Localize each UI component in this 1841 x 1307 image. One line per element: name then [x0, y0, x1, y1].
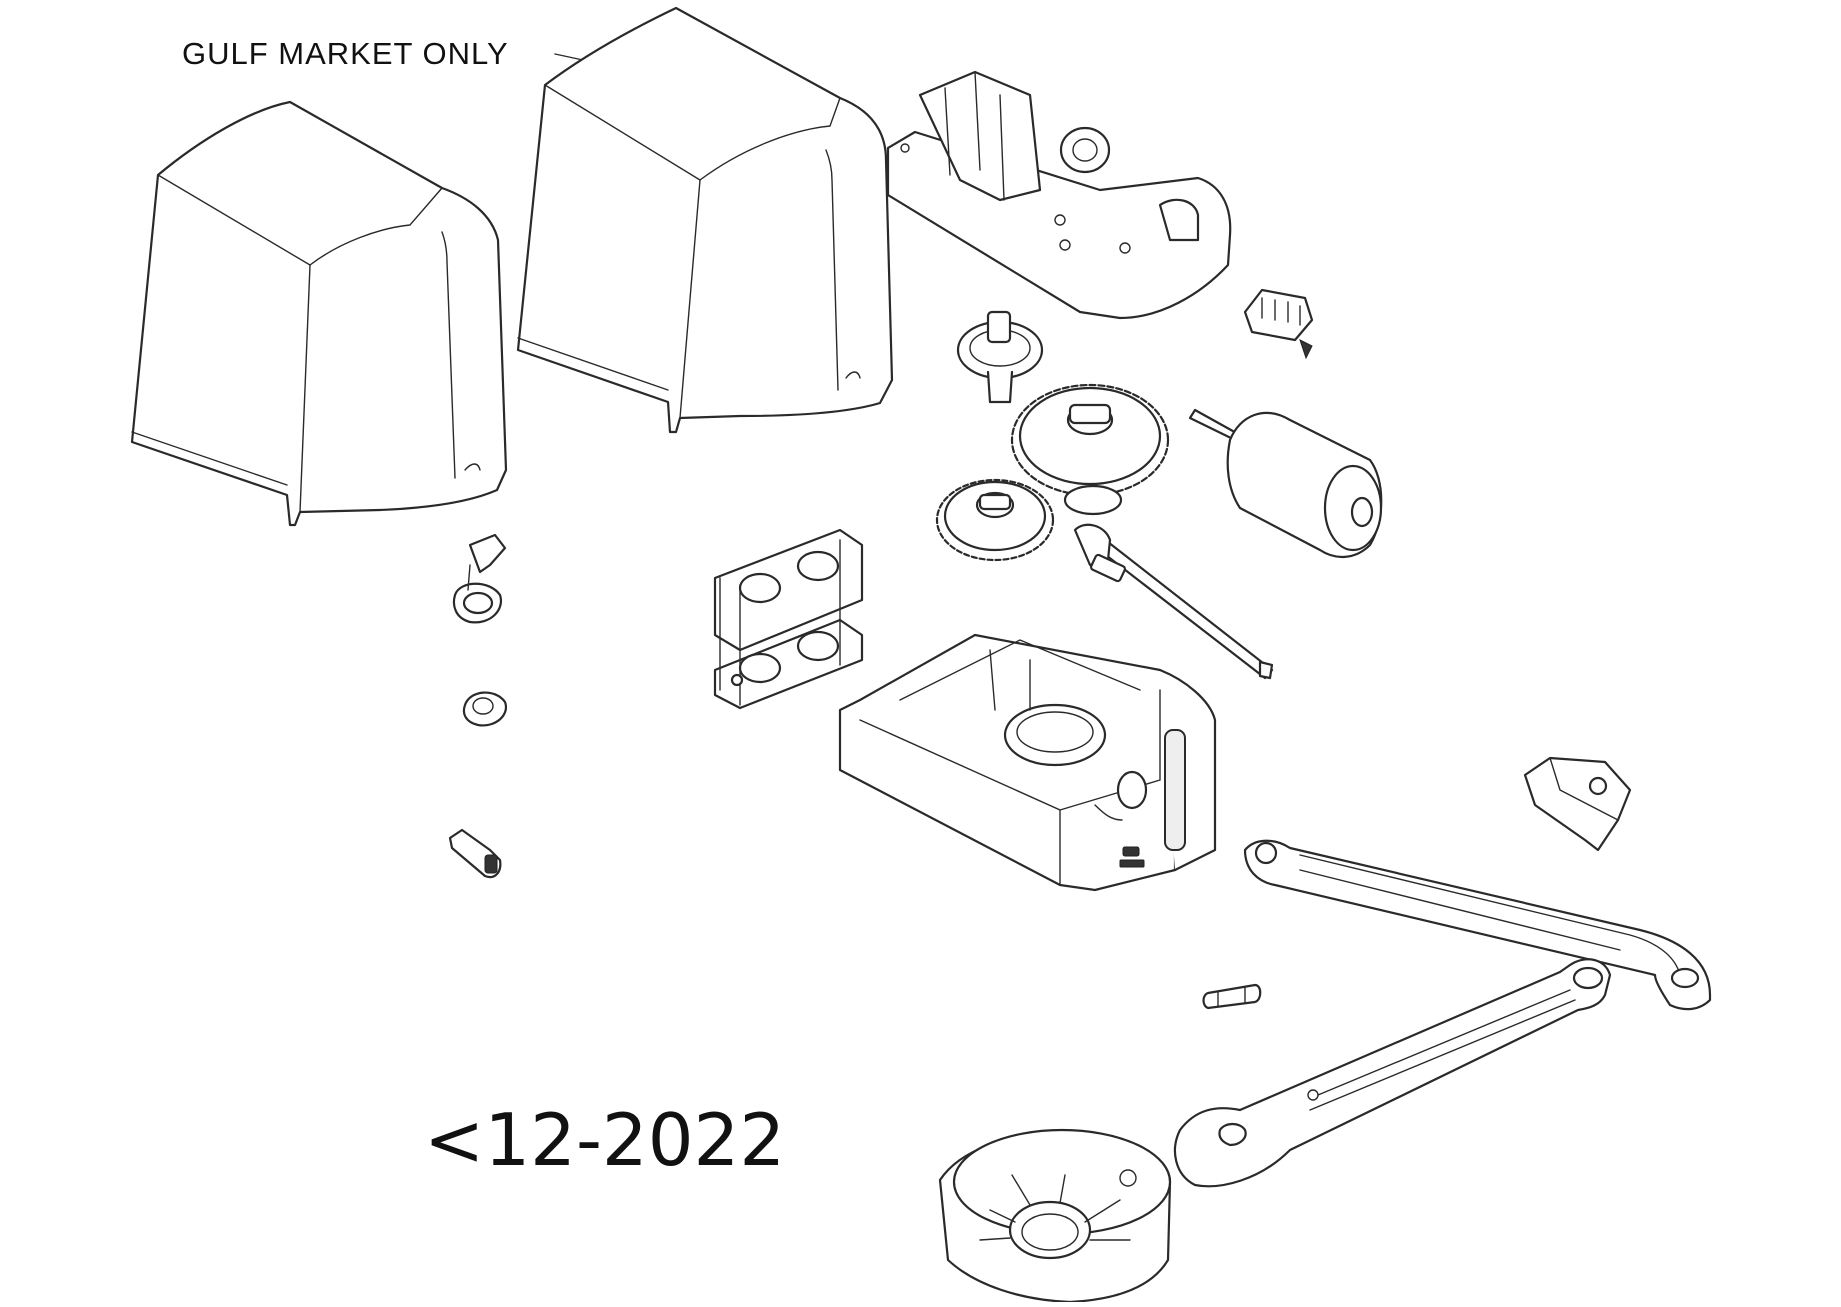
lower-housing: [838, 633, 1217, 892]
upper-housing: [886, 70, 1232, 320]
arm-straight: [1173, 958, 1612, 1188]
base-cover: [938, 1128, 1172, 1304]
stop-bracket: [1523, 756, 1632, 852]
intermediate-gear: [956, 310, 1044, 404]
release-lever: [452, 533, 507, 624]
arm-curved: [1243, 839, 1712, 1011]
output-shaft: [1073, 523, 1274, 680]
motor: [1188, 408, 1383, 558]
bracket-frame: [713, 528, 864, 710]
terminal-block: [1243, 288, 1314, 360]
main-gear: [1010, 383, 1170, 516]
key: [448, 828, 502, 879]
cover-standard: [130, 100, 508, 527]
small-gear: [935, 478, 1055, 562]
version-note: <12-2022: [424, 1098, 786, 1182]
fuse: [1202, 983, 1262, 1010]
gulf-market-annotation: GULF MARKET ONLY: [182, 36, 509, 71]
lock-cylinder: [462, 691, 508, 727]
cover-gulf-market: [516, 6, 894, 434]
